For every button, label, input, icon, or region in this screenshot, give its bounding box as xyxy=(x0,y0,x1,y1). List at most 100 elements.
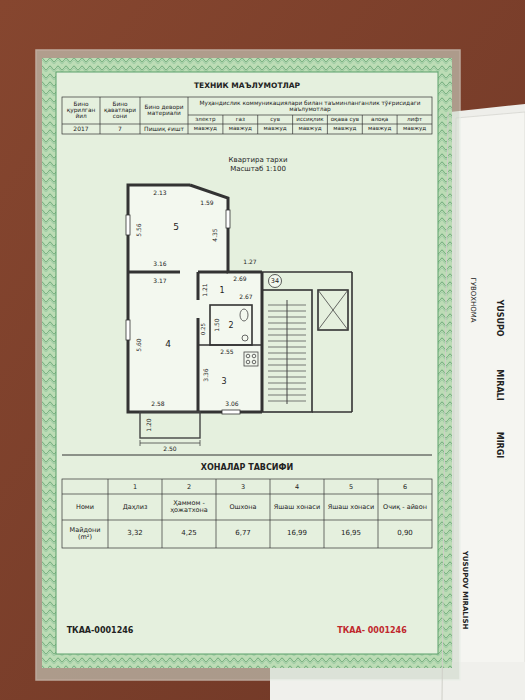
table-cell: Даҳлиз xyxy=(110,504,160,511)
paper-text: MIRALI xyxy=(495,369,503,400)
table-cell: 7 xyxy=(118,126,122,132)
dimension: 2.50 xyxy=(163,446,176,452)
paper-text: YUSUPO xyxy=(495,299,503,336)
floor-plan xyxy=(318,290,348,330)
table-cell: Очиқ - айвон xyxy=(380,504,430,511)
floor-plan xyxy=(128,271,180,274)
table-cell: 4 xyxy=(295,484,299,491)
floor-plan xyxy=(198,272,352,412)
table-cell: Ошхона xyxy=(218,504,268,511)
dimension: 0.25 xyxy=(201,323,207,335)
table-cell: лифт xyxy=(407,117,422,123)
table-grid xyxy=(397,115,398,134)
floor-plan xyxy=(351,272,353,412)
table-cell: 1 xyxy=(133,484,137,491)
table-cell: 3,32 xyxy=(127,530,143,537)
table-grid xyxy=(140,97,141,134)
table-cell: мавжуд xyxy=(368,126,391,132)
dimension: 5.60 xyxy=(136,338,142,351)
table-cell: 0,90 xyxy=(397,530,413,537)
table-cell: газ xyxy=(236,117,245,123)
table-cell: оқава сув xyxy=(331,117,359,123)
desk-and-papers xyxy=(452,112,525,700)
table-grid xyxy=(108,479,109,548)
table-grid xyxy=(324,479,325,548)
dimension: 1.27 xyxy=(243,259,256,265)
green-sheet xyxy=(56,72,438,654)
dimension: 2.58 xyxy=(151,401,164,407)
floor-plan xyxy=(268,300,306,404)
table-cell: сув xyxy=(270,117,280,123)
table-grid xyxy=(62,97,432,134)
floor-plan xyxy=(140,290,348,446)
table-grid xyxy=(100,97,101,134)
floor-plan xyxy=(244,352,258,366)
table-cell: Бино қаватлари сони xyxy=(101,101,139,119)
dimension: 2.67 xyxy=(239,294,252,300)
table-grid xyxy=(292,115,293,134)
table-cell: Муҳандислик коммуникациялари билан таъми… xyxy=(192,100,428,112)
table-heading: ХОНАЛАР ТАВСИФИ xyxy=(62,463,432,472)
room-number: 1 xyxy=(219,287,224,295)
dimension: 5.56 xyxy=(136,223,142,236)
dimension: 3.17 xyxy=(153,278,166,284)
floor-plan xyxy=(287,300,288,404)
dimension: 1.59 xyxy=(200,200,213,206)
table-grid xyxy=(188,115,432,116)
table-cell: 6 xyxy=(403,484,407,491)
table-cell: иссиқлик xyxy=(296,117,323,123)
table-cell: мавжуд xyxy=(333,126,356,132)
floor-plan xyxy=(210,305,252,345)
room-number: 5 xyxy=(173,223,179,232)
table-grid xyxy=(62,124,432,125)
room-number: 4 xyxy=(165,340,171,349)
dimension: 2.55 xyxy=(220,349,233,355)
table-grid xyxy=(270,479,271,548)
dimension: 1.20 xyxy=(146,418,152,431)
table-cell: Яшаш хонаси xyxy=(272,504,322,511)
table-cell: алоқа xyxy=(371,117,388,123)
table-grid xyxy=(188,97,189,134)
table-grid xyxy=(62,97,432,548)
table-cell: мавжуд xyxy=(298,126,321,132)
floor-plan xyxy=(126,185,352,446)
floor-plan xyxy=(198,344,262,346)
table-grid xyxy=(222,115,223,134)
table-grid xyxy=(162,479,163,548)
table-cell: Номи xyxy=(76,504,94,511)
table-cell: мавжуд xyxy=(403,126,426,132)
serial-number: ТКАА-0001246 xyxy=(67,627,134,635)
table-cell: 16,99 xyxy=(287,530,307,537)
floor-plan xyxy=(269,275,282,288)
paper-edge xyxy=(442,112,448,700)
table-cell: 3 xyxy=(241,484,245,491)
floor-plan xyxy=(252,354,256,358)
floor-plan xyxy=(197,318,200,412)
table-cell: 2 xyxy=(187,484,191,491)
floor-plan xyxy=(226,210,230,228)
floor-plan xyxy=(126,320,130,340)
floor-plan xyxy=(318,290,348,330)
table-cell: Ҳаммом - ҳожатхона xyxy=(164,500,214,514)
floor-plan xyxy=(246,354,250,358)
floor-plan xyxy=(197,272,200,300)
callout-number: 34 xyxy=(271,278,279,285)
table-cell: 16,95 xyxy=(341,530,361,537)
dimension: 3.16 xyxy=(153,261,166,267)
table-cell: Бино қурилган йил xyxy=(63,101,99,119)
floor-plan xyxy=(200,440,201,446)
table-cell: Яшаш хонаси xyxy=(326,504,376,511)
floor-plan xyxy=(140,443,200,444)
floor-plan xyxy=(140,412,200,438)
paper-text: ГУВОХНОМА xyxy=(468,277,475,322)
plan-title: Масштаб 1:100 xyxy=(230,166,286,173)
floor-plan xyxy=(318,290,348,330)
table-grid xyxy=(327,115,328,134)
room-number: 3 xyxy=(221,378,226,386)
dimension: 3.06 xyxy=(225,401,238,407)
floor-plan xyxy=(140,440,141,446)
table-cell: электр xyxy=(195,117,215,123)
